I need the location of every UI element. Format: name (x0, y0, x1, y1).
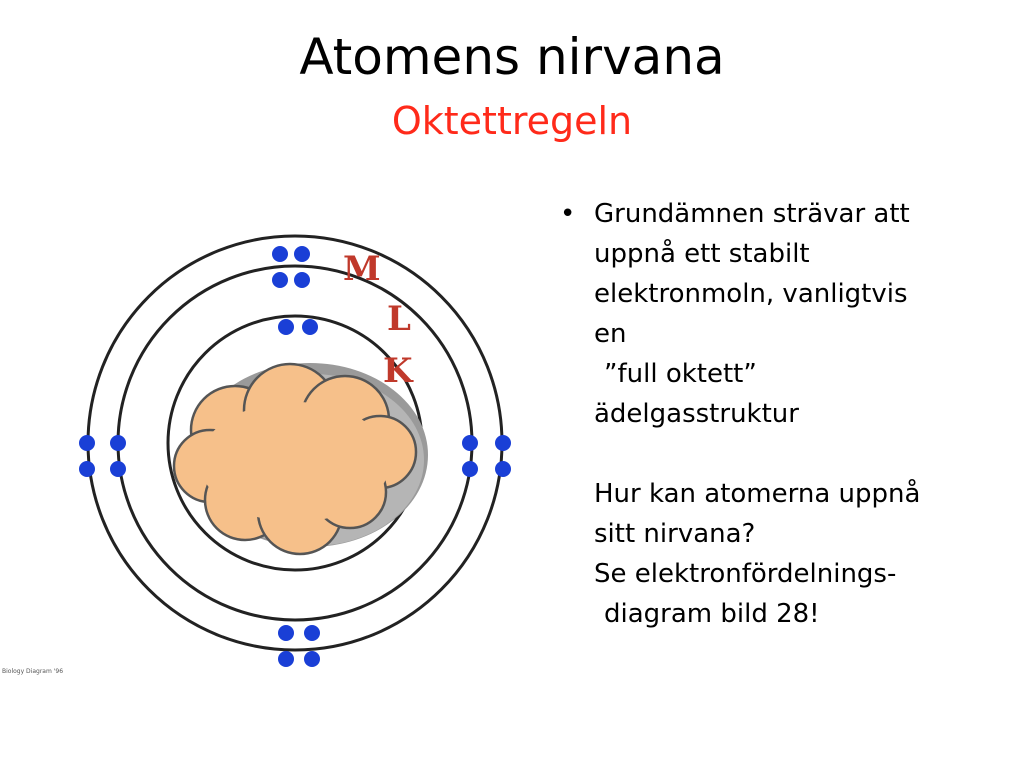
electrons (79, 246, 511, 667)
text-line: Grundämnen strävar att (594, 199, 910, 229)
text-line: uppnå ett stabilt (594, 239, 810, 269)
shell-label-k: K (383, 351, 414, 391)
body-text: • Grundämnen strävar att uppnå ett stabi… (560, 194, 1000, 634)
bullet-dot: • (560, 199, 576, 229)
text-line: ädelgasstruktur (594, 399, 799, 429)
electron (304, 625, 320, 641)
electron (495, 435, 511, 451)
electron (294, 246, 310, 262)
slide-subtitle: Oktettregeln (391, 99, 633, 143)
bullet-text: Grundämnen strävar att uppnå ett stabilt… (594, 194, 910, 354)
shell-label-l: L (387, 299, 411, 339)
diagram-credit: Biology Diagram '96 (2, 668, 63, 675)
electron (110, 461, 126, 477)
electron (278, 319, 294, 335)
electron (294, 272, 310, 288)
bullet-item: • Grundämnen strävar att uppnå ett stabi… (560, 194, 1000, 354)
electron (278, 651, 294, 667)
electron (495, 461, 511, 477)
text-line: Hur kan atomerna uppnå (594, 479, 921, 509)
electron (79, 461, 95, 477)
electron (462, 461, 478, 477)
shell-label-m: M (343, 249, 381, 289)
electron (272, 246, 288, 262)
electron (302, 319, 318, 335)
electron (110, 435, 126, 451)
electron (304, 651, 320, 667)
electron (278, 625, 294, 641)
text-line: elektronmoln, vanligtvis (594, 279, 908, 309)
electron (462, 435, 478, 451)
slide-title: Atomens nirvana (299, 28, 725, 86)
text-line: sitt nirvana? (594, 519, 756, 549)
electron (272, 272, 288, 288)
text-line: Se elektronfördelnings- (594, 559, 897, 589)
text-line: diagram bild 28! (604, 599, 820, 629)
nucleus-cloud (172, 362, 418, 556)
electron (79, 435, 95, 451)
atom-diagram: M L K Biology Diagram '96 (2, 234, 511, 675)
text-line: en (594, 319, 627, 349)
text-line: ”full oktett” (604, 359, 757, 389)
